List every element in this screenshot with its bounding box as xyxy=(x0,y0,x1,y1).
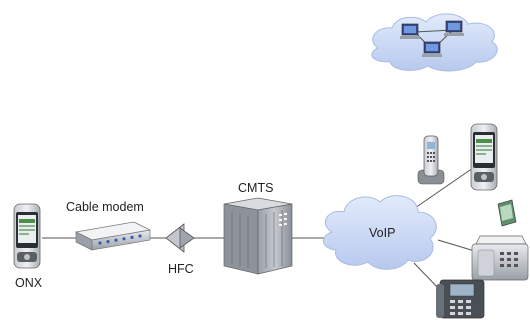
handheld-tester-icon xyxy=(470,123,498,191)
desk-phone-icon xyxy=(436,279,485,319)
onx-label: ONX xyxy=(15,276,43,290)
cordless-phone-icon xyxy=(417,135,445,185)
cloud-icon xyxy=(323,195,437,270)
cmts-chassis-icon xyxy=(223,197,293,275)
handheld-tester-icon xyxy=(13,203,41,269)
fax-machine-icon xyxy=(471,235,529,281)
network-cloud-icon xyxy=(371,13,498,72)
amplifier-icon xyxy=(165,223,195,253)
connection-lines xyxy=(42,167,479,291)
cable-modem-icon xyxy=(74,221,152,251)
pda-icon xyxy=(497,199,517,227)
cable-modem-label: Cable modem xyxy=(66,200,144,214)
voip-label: VoIP xyxy=(369,226,396,240)
cmts-label: CMTS xyxy=(238,181,274,195)
hfc-label: HFC xyxy=(168,262,194,276)
